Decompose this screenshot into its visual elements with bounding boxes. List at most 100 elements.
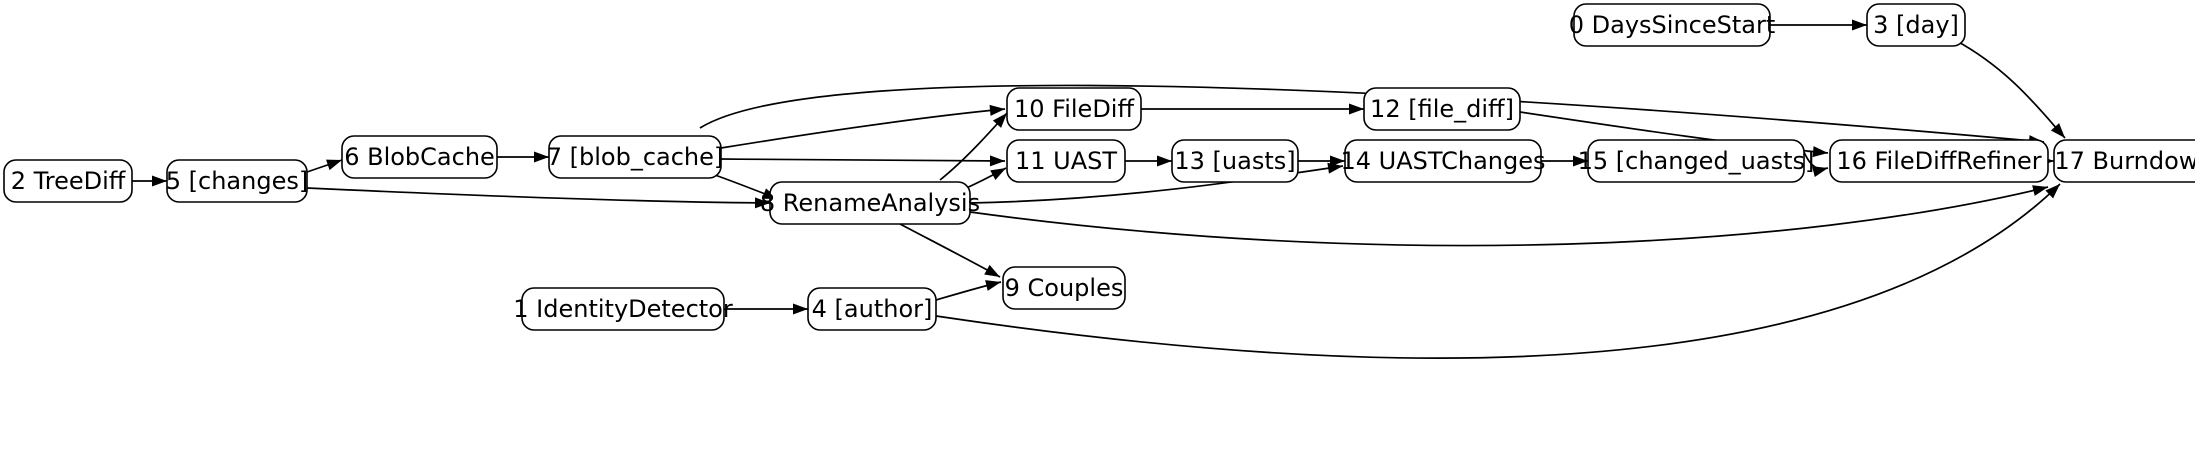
arrowhead-icon	[2032, 185, 2048, 196]
node-box	[1171, 139, 1299, 183]
edge-line	[720, 108, 1006, 149]
arrowhead-icon	[1349, 103, 1364, 115]
edge-8-renameanalysis-to-9-couples	[899, 223, 1001, 278]
node-box	[521, 287, 725, 331]
node-9-couples[interactable]: 9 Couples	[1002, 266, 1126, 310]
node-13-uasts[interactable]: 13 [uasts]	[1171, 139, 1299, 183]
arrowhead-icon	[1812, 146, 1828, 158]
node-label: 3 [day]	[1873, 11, 1959, 39]
edge-3-day-to-17-burndown	[1954, 39, 2066, 139]
arrowhead-icon	[2045, 184, 2060, 199]
arrowhead-icon	[1573, 155, 1588, 167]
arrowhead-icon	[990, 168, 1006, 181]
node-box	[548, 135, 722, 179]
node-label: 0 DaysSinceStart	[1569, 11, 1776, 39]
node-label: 11 UAST	[1015, 147, 1117, 175]
node-box	[1866, 3, 1966, 47]
edge-14-uastchanges-to-15-changed-uasts	[1541, 155, 1588, 167]
arrowhead-icon	[992, 113, 1007, 128]
node-box	[769, 181, 971, 225]
node-box	[1587, 139, 1805, 183]
arrowhead-icon	[152, 175, 167, 187]
node-11-uast[interactable]: 11 UAST	[1006, 139, 1126, 183]
arrowhead-icon	[793, 303, 808, 315]
arrowhead-icon	[754, 197, 770, 209]
edge-5-changes-to-6-blobcache	[306, 159, 343, 173]
edge-4-author-to-9-couples	[935, 280, 1002, 301]
node-label: 16 FileDiffRefiner	[1836, 147, 2041, 175]
node-8-renameanalysis[interactable]: 8 RenameAnalysis	[760, 181, 980, 225]
edge-0-dayssincestart-to-3-day	[1770, 19, 1867, 31]
edge-6-blobcache-to-7-blob-cache	[497, 151, 549, 163]
edge-2-treediff-to-5-changes	[132, 175, 167, 187]
edge-line	[969, 186, 2049, 247]
edge-8-renameanalysis-to-10-filediff	[939, 112, 1008, 181]
node-label: 9 Couples	[1005, 274, 1124, 302]
arrowhead-icon	[1852, 19, 1867, 31]
edge-layer	[132, 19, 2066, 360]
node-box	[3, 159, 133, 203]
node-7-blob-cache[interactable]: 7 [blob_cache]	[547, 135, 724, 179]
node-box	[1344, 139, 1542, 183]
node-14-uastchanges[interactable]: 14 UASTChanges	[1340, 139, 1546, 183]
edge-line	[899, 223, 1001, 278]
arrowhead-icon	[1330, 155, 1345, 167]
node-box	[166, 159, 308, 203]
node-6-blobcache[interactable]: 6 BlobCache	[341, 135, 498, 179]
arrowhead-icon	[985, 280, 1001, 291]
edge-line	[699, 84, 2045, 143]
node-box	[341, 135, 498, 179]
node-label: 4 [author]	[812, 295, 933, 323]
node-15-changed-uasts[interactable]: 15 [changed_uasts]	[1578, 139, 1815, 183]
node-box	[1573, 3, 1771, 47]
node-2-treediff[interactable]: 2 TreeDiff	[3, 159, 133, 203]
node-label: 5 [changes]	[166, 167, 308, 195]
arrowhead-icon	[1157, 155, 1172, 167]
arrowhead-icon	[534, 151, 549, 163]
edge-line	[1954, 39, 2066, 139]
node-box	[1002, 266, 1126, 310]
node-label: 10 FileDiff	[1014, 95, 1134, 123]
edge-4-author-to-17-burndown	[935, 183, 2061, 360]
edge-7-blob-cache-to-11-uast	[720, 155, 1006, 167]
node-12-file-diff[interactable]: 12 [file_diff]	[1363, 87, 1521, 131]
edge-1-identitydetector-to-4-author	[724, 303, 808, 315]
arrowhead-icon	[989, 155, 1005, 167]
node-3-day[interactable]: 3 [day]	[1866, 3, 1966, 47]
arrowhead-icon	[984, 264, 1000, 277]
edge-11-uast-to-13-uasts	[1125, 155, 1172, 167]
node-label: 13 [uasts]	[1174, 147, 1295, 175]
node-label: 1 IdentityDetector	[513, 295, 733, 323]
edge-13-uasts-to-14-uastchanges	[1298, 155, 1345, 167]
node-label: 7 [blob_cache]	[547, 143, 724, 171]
edge-line	[720, 158, 1006, 162]
node-label: 17 Burndown	[2054, 147, 2195, 175]
node-box	[1829, 139, 2049, 183]
node-10-filediff[interactable]: 10 FileDiff	[1006, 87, 1142, 131]
edge-8-renameanalysis-to-17-burndown	[969, 185, 2049, 247]
node-box	[1363, 87, 1521, 131]
node-1-identitydetector[interactable]: 1 IdentityDetector	[513, 287, 733, 331]
node-5-changes[interactable]: 5 [changes]	[166, 159, 308, 203]
node-0-dayssincestart[interactable]: 0 DaysSinceStart	[1569, 3, 1776, 47]
node-17-burndown[interactable]: 17 Burndown	[2053, 139, 2195, 183]
edge-10-filediff-to-12-file-diff	[1141, 103, 1364, 115]
edge-line	[935, 183, 2061, 360]
node-4-author[interactable]: 4 [author]	[807, 287, 937, 331]
node-layer: 0 DaysSinceStart 3 [day] 10 FileDiff 12 [fi…	[3, 3, 2195, 331]
arrowhead-icon	[326, 159, 342, 171]
arrowhead-icon	[989, 104, 1005, 116]
node-16-filediffrefiner[interactable]: 16 FileDiffRefiner	[1829, 139, 2049, 183]
node-box	[2053, 139, 2195, 183]
edge-7-blob-cache-to-10-filediff	[720, 104, 1006, 149]
arrowhead-icon	[2050, 123, 2065, 138]
node-box	[807, 287, 937, 331]
node-label: 2 TreeDiff	[11, 167, 126, 195]
node-box	[1006, 139, 1126, 183]
node-label: 14 UASTChanges	[1340, 147, 1545, 175]
edge-5-changes-to-8-renameanalysis	[306, 187, 771, 209]
node-label: 8 RenameAnalysis	[760, 189, 980, 217]
node-box	[1006, 87, 1142, 131]
